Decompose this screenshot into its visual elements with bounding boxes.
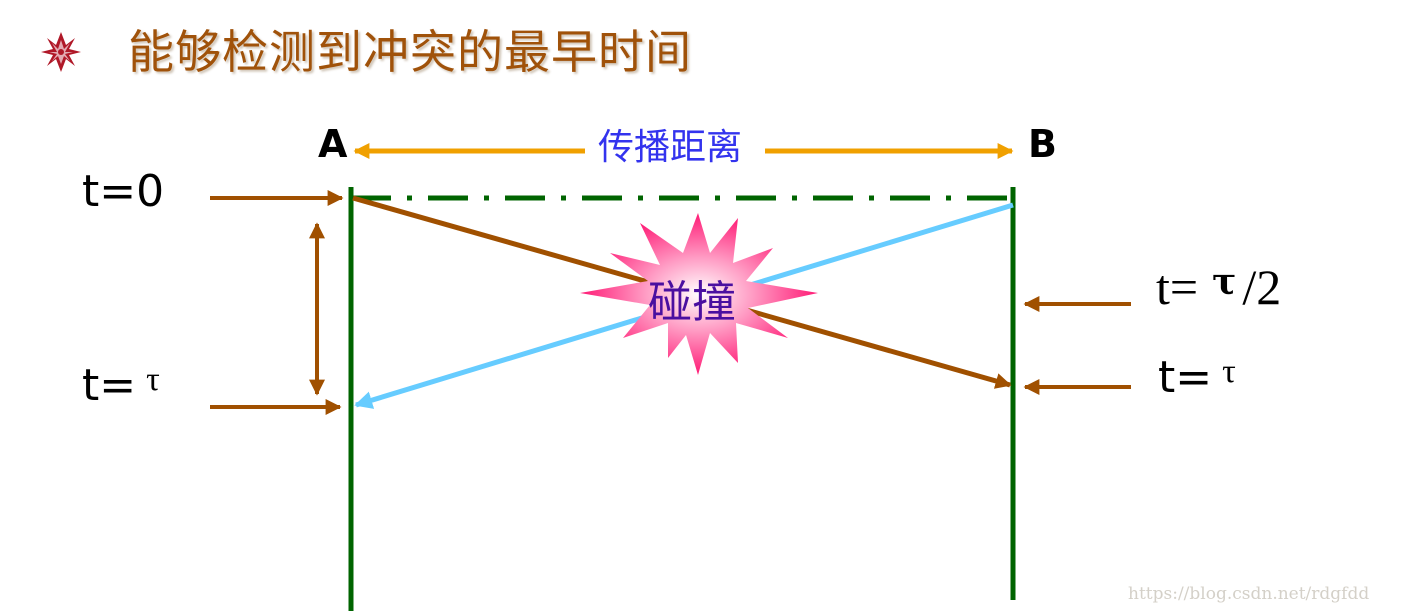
t-half-tau-label: t= τ/2	[1156, 258, 1281, 316]
t-half-tau-suffix: /2	[1242, 259, 1282, 315]
tau-symbol: τ	[1222, 353, 1236, 390]
left-t-tau-prefix: t=	[82, 360, 137, 411]
watermark-url: https://blog.csdn.net/rdgfdd	[1128, 584, 1370, 604]
eight-point-star-icon	[41, 32, 81, 72]
t0-label: t=0	[82, 166, 165, 217]
collision-label: 碰撞	[648, 277, 736, 328]
tau-symbol: τ	[1212, 261, 1237, 303]
right-t-tau-label: t=τ	[1158, 352, 1236, 403]
tau-symbol: τ	[146, 361, 160, 398]
slide-title: 能够检测到冲突的最早时间	[128, 25, 692, 79]
t-half-tau-prefix: t=	[1156, 259, 1199, 315]
station-b-label: B	[1028, 122, 1057, 166]
propagation-distance-label: 传播距离	[598, 127, 743, 168]
right-t-tau-prefix: t=	[1158, 352, 1213, 403]
left-t-tau-label: t=τ	[82, 360, 160, 411]
station-a-label: A	[318, 122, 348, 166]
collision-burst-icon	[580, 213, 818, 375]
